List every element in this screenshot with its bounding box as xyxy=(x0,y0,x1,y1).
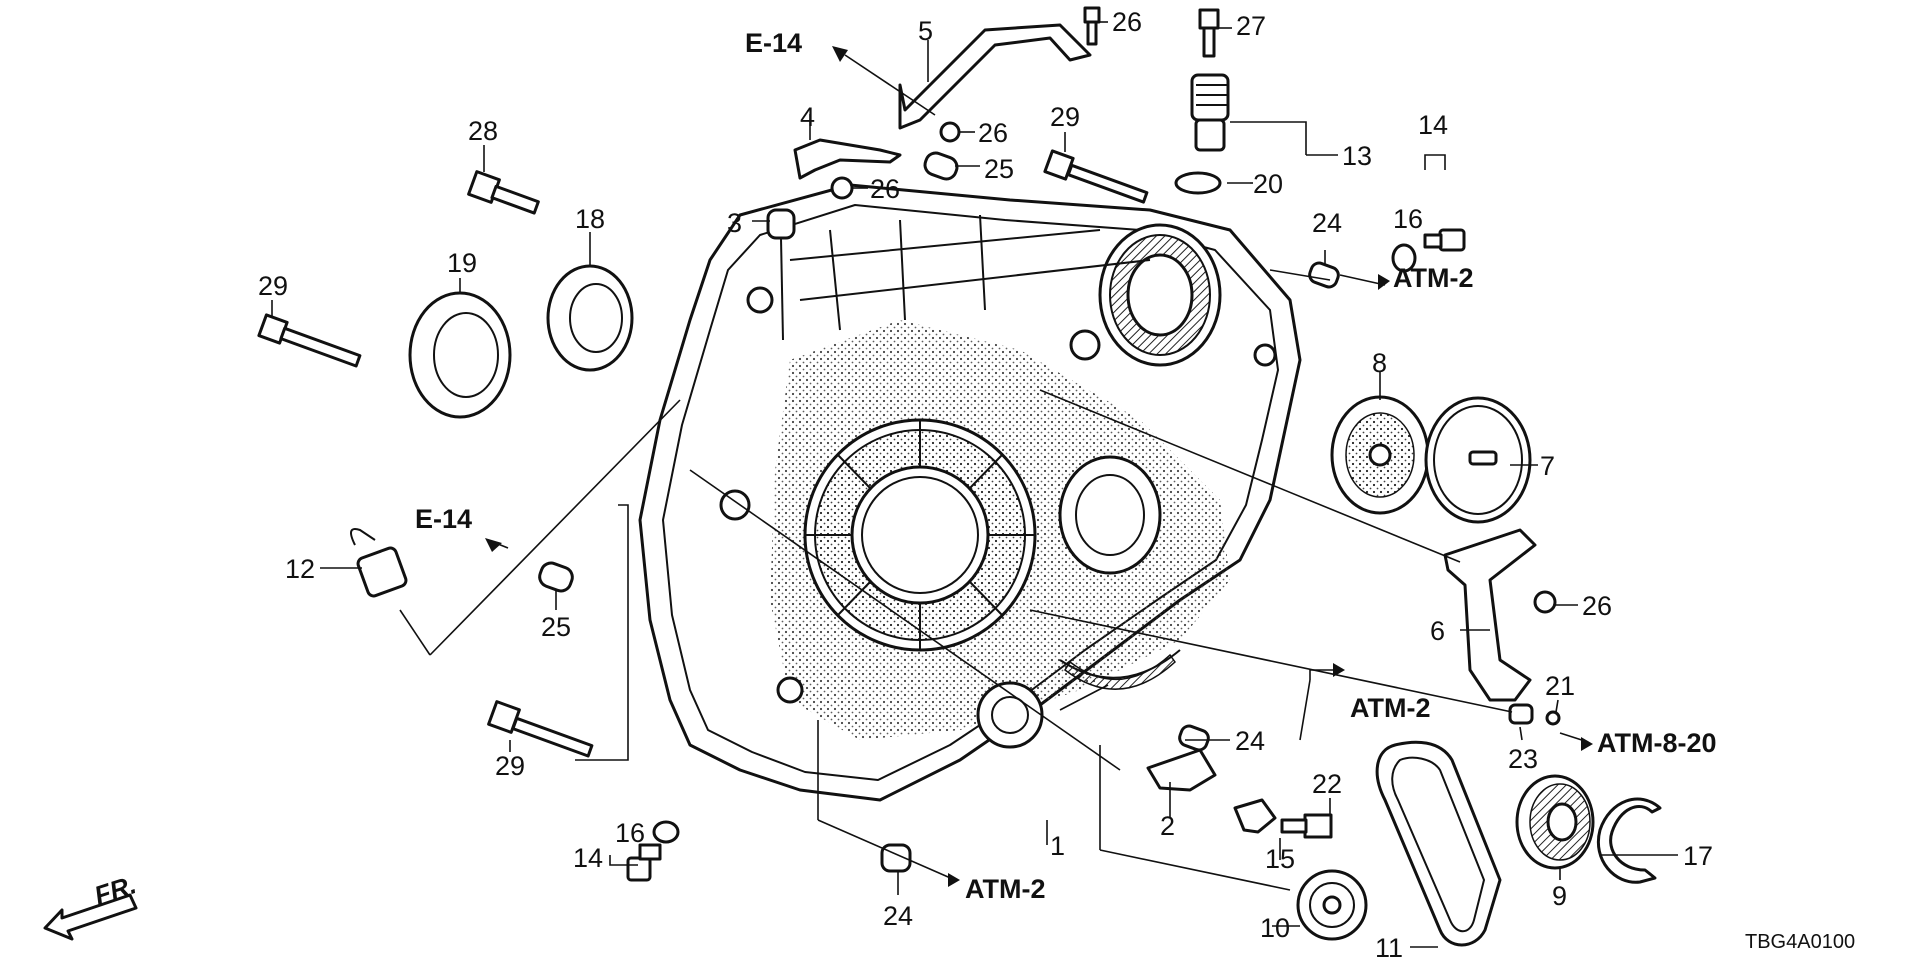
bolt-29-left xyxy=(257,313,362,368)
ref-atm2-mid: ATM-2 xyxy=(1350,693,1431,723)
callout-20: 20 xyxy=(1253,169,1283,199)
callout-22-real: 22 xyxy=(1312,769,1342,799)
callout-14-lower: 14 xyxy=(573,843,603,873)
callout-6: 6 xyxy=(1430,616,1445,646)
plate-7 xyxy=(1424,396,1532,524)
bolt-27 xyxy=(1198,8,1220,58)
bolt-29-top xyxy=(1043,149,1149,204)
callout-11: 11 xyxy=(1375,933,1403,960)
callout-24-bottom: 24 xyxy=(883,901,913,931)
front-direction-arrow: FR. xyxy=(43,869,140,941)
sprocket-10 xyxy=(1296,869,1368,941)
callout-12: 12 xyxy=(285,554,315,584)
callout-24-mid: 24 xyxy=(1235,726,1265,756)
ref-atm2-bottom: ATM-2 xyxy=(965,874,1046,904)
transmission-housing xyxy=(638,183,1302,802)
seal-19 xyxy=(408,291,512,419)
callout-14-upper: 14 xyxy=(1418,110,1448,140)
callout-18: 18 xyxy=(575,204,605,234)
callout-28: 28 xyxy=(468,116,498,146)
callout-13: 13 xyxy=(1342,141,1372,171)
pipe-2 xyxy=(1146,748,1217,792)
dowel-23 xyxy=(1508,703,1534,725)
callout-19: 19 xyxy=(447,248,477,278)
seal-18 xyxy=(546,264,634,372)
callout-29-top: 29 xyxy=(1050,102,1080,132)
bracket-5 xyxy=(898,23,1092,130)
callout-26-top: 26 xyxy=(1112,7,1142,37)
dowel-24-upper xyxy=(1308,261,1340,289)
bracket-4 xyxy=(793,138,902,180)
dowel-24-mid xyxy=(1178,724,1210,752)
bolt-26-upper xyxy=(939,121,961,143)
bolt-29-lower xyxy=(487,700,594,758)
washer-16-lower xyxy=(652,820,680,844)
callout-labels: 1 2 3 4 5 6 7 8 9 10 11 12 13 14 14 15 1… xyxy=(258,7,1713,960)
bolt-26-left xyxy=(830,176,854,200)
callout-26-upper: 26 xyxy=(978,118,1008,148)
callout-16-upper: 16 xyxy=(1393,204,1423,234)
callout-5: 5 xyxy=(918,16,933,46)
callout-7: 7 xyxy=(1540,451,1555,481)
dowel-25-upper xyxy=(923,151,959,181)
bolt-14-upper xyxy=(1423,228,1466,252)
callout-26-left: 26 xyxy=(870,174,900,204)
bolt-26-right xyxy=(1533,590,1557,614)
callout-29-lower: 29 xyxy=(495,751,525,781)
callout-2: 2 xyxy=(1160,811,1175,841)
reference-arrows xyxy=(485,46,1593,887)
callout-26-right: 26 xyxy=(1582,591,1612,621)
callout-4: 4 xyxy=(800,102,815,132)
callout-9: 9 xyxy=(1552,881,1567,911)
bracket-6 xyxy=(1443,528,1537,702)
bearing-9 xyxy=(1515,774,1595,870)
leader-lines xyxy=(271,21,1678,948)
callout-22: 23 xyxy=(1508,744,1538,774)
callout-15: 15 xyxy=(1265,844,1295,874)
dowel-25-left xyxy=(538,561,574,593)
snap-ring-17 xyxy=(1597,797,1662,884)
callout-21: 21 xyxy=(1545,671,1575,701)
breather-12 xyxy=(350,528,408,598)
bolt-22 xyxy=(1280,813,1333,839)
ref-atm2-right: ATM-2 xyxy=(1393,263,1474,293)
callout-10: 10 xyxy=(1260,913,1290,943)
callout-25-upper: 25 xyxy=(984,154,1014,184)
callout-1: 1 xyxy=(1050,831,1065,861)
o-ring-20 xyxy=(1174,171,1222,195)
bolt-28 xyxy=(467,170,540,215)
clip-21 xyxy=(1545,710,1561,726)
callout-29-left: 29 xyxy=(258,271,288,301)
diagram-code: TBG4A0100 xyxy=(1745,931,1855,953)
callout-17: 17 xyxy=(1683,841,1713,871)
bolt-26-top xyxy=(1083,6,1101,46)
chain-11 xyxy=(1375,740,1502,947)
callout-3: 3 xyxy=(727,208,742,238)
callout-24-upper: 24 xyxy=(1312,208,1342,238)
callout-25-left: 25 xyxy=(541,612,571,642)
reference-labels: E-14 E-14 ATM-2 ATM-2 ATM-2 ATM-8-20 xyxy=(415,28,1717,904)
callout-8: 8 xyxy=(1372,348,1387,378)
callout-16-lower: 16 xyxy=(615,818,645,848)
part-3-sensor xyxy=(766,208,796,341)
washer-16-upper xyxy=(1391,243,1417,273)
plate-8 xyxy=(1330,395,1430,515)
bolt-14-lower xyxy=(626,843,662,882)
callout-27: 27 xyxy=(1236,11,1266,41)
ref-e14-left: E-14 xyxy=(415,504,472,534)
ref-e14-top: E-14 xyxy=(745,28,802,58)
clip-15 xyxy=(1233,798,1277,834)
switch-13 xyxy=(1190,73,1230,152)
ref-atm-8-20: ATM-8-20 xyxy=(1597,728,1717,758)
